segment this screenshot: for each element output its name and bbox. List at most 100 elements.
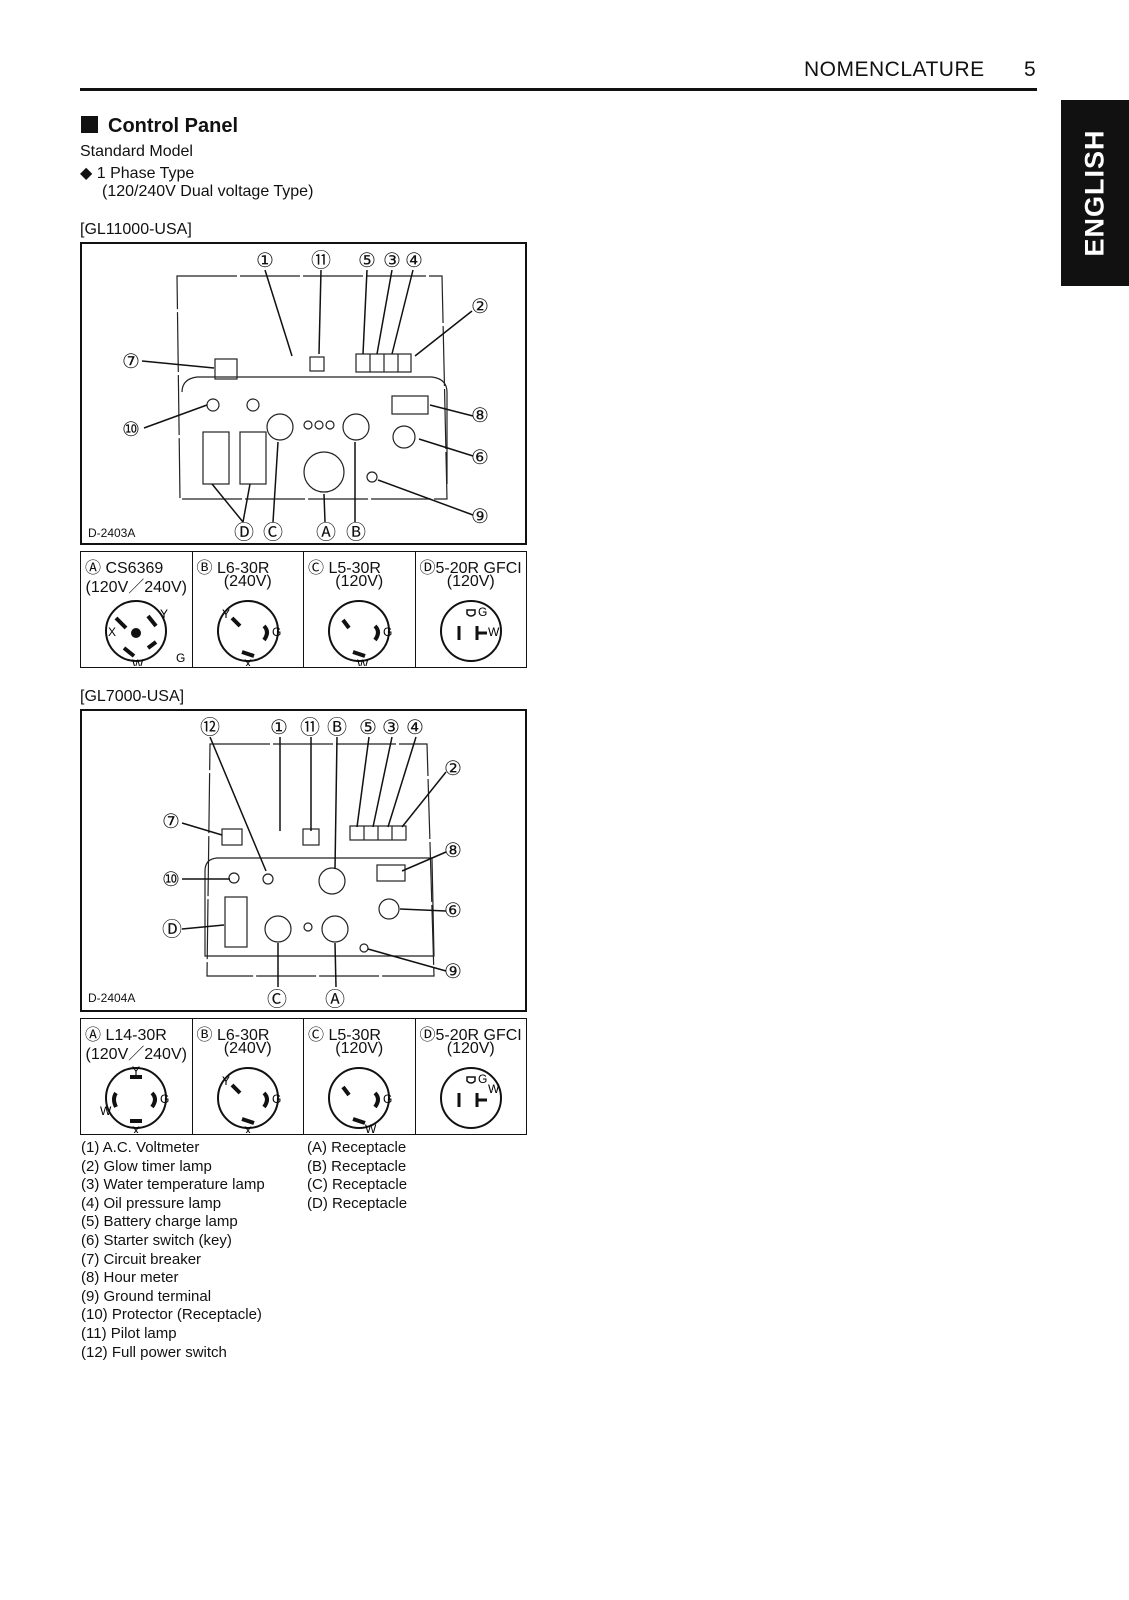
callout-4: ④ <box>406 715 424 739</box>
callout-D: Ⓓ <box>234 520 254 544</box>
receptacle-cell-A: Ⓐ L14-30R (120V／240V) Y W G X <box>80 1018 193 1135</box>
plug-5-20r-gfci-icon: G W <box>439 1067 502 1129</box>
model1-diagram-code: D-2403A <box>88 526 136 540</box>
callout-3: ③ <box>382 715 400 739</box>
callout-7: ⑦ <box>122 349 140 373</box>
receptacle-D-name: Ⓓ5-20R GFCI <box>419 1027 522 1044</box>
receptacle-C-voltage: (120V) <box>335 1040 384 1057</box>
pin-x-label: X <box>244 1124 252 1133</box>
callout-C: Ⓒ <box>263 520 283 544</box>
callout-B: Ⓑ <box>327 715 347 739</box>
callout-5: ⑤ <box>359 715 377 739</box>
receptacle-cell-B: Ⓑ L6-30R (240V) Y G X <box>191 551 304 668</box>
receptacle-cell-A: Ⓐ CS6369 (120V／240V) X Y W G <box>80 551 193 668</box>
callout-A: Ⓐ <box>316 520 336 544</box>
legend-item: (D) Receptacle <box>307 1194 408 1212</box>
pin-w-label: W <box>488 1082 500 1096</box>
receptacle-D-voltage: (120V) <box>446 573 495 590</box>
receptacle-C-name: Ⓒ L5-30R <box>308 560 381 577</box>
callout-10: ⑩ <box>162 867 180 891</box>
receptacle-B-name: Ⓑ L6-30R <box>196 1027 270 1044</box>
voltage-type: (120/240V Dual voltage Type) <box>102 183 314 200</box>
square-bullet-icon <box>81 116 98 133</box>
receptacle-B-voltage: (240V) <box>223 1040 272 1057</box>
language-tab-label: ENGLISH <box>1079 129 1110 257</box>
legend-item: (10) Protector (Receptacle) <box>81 1306 262 1324</box>
model1-panel-diagram: ① ⑪ ⑤ ③ ④ ② ⑦ ⑩ ⑧ ⑥ ⑨ Ⓓ Ⓒ Ⓐ Ⓑ D-2403A <box>80 242 527 545</box>
section-title-text: Control Panel <box>108 115 239 137</box>
receptacle-B-name: Ⓑ L6-30R <box>196 560 270 577</box>
page-number: 5 <box>1024 58 1036 81</box>
pin-g-label: G <box>478 605 487 619</box>
legend-item: (1) A.C. Voltmeter <box>81 1139 200 1156</box>
model2-diagram-code: D-2404A <box>88 991 136 1005</box>
receptacle-A-voltage: (120V／240V) <box>85 579 187 596</box>
legend-receptacles: (A) Receptacle (B) Receptacle (C) Recept… <box>307 1139 407 1213</box>
model1-receptacle-table: Ⓐ CS6369 (120V／240V) X Y W G Ⓑ L6-30R (2… <box>80 551 527 668</box>
callout-2: ② <box>471 294 489 318</box>
model2-panel-diagram: ⑫ ① ⑪ Ⓑ ⑤ ③ ④ ② ⑦ ⑩ Ⓓ ⑧ ⑥ ⑨ Ⓒ Ⓐ D-2404A <box>80 709 527 1012</box>
callout-C: Ⓒ <box>267 987 287 1011</box>
plug-5-20r-gfci-icon: G W <box>439 600 502 662</box>
model1-panel-drawing: ① ⑪ ⑤ ③ ④ ② ⑦ ⑩ ⑧ ⑥ ⑨ Ⓓ Ⓒ Ⓐ Ⓑ <box>122 248 489 544</box>
section-title: Control Panel <box>81 115 238 138</box>
pin-g-label: G <box>478 1072 487 1086</box>
legend-item: (C) Receptacle <box>307 1176 408 1194</box>
legend-item: (B) Receptacle <box>307 1157 407 1175</box>
callout-11: ⑪ <box>300 715 320 739</box>
plug-cs6369-icon: X Y W G <box>105 600 186 666</box>
callout-B: Ⓑ <box>346 520 366 544</box>
receptacle-A-name: Ⓐ L14-30R <box>85 1027 167 1044</box>
callout-9: ⑨ <box>444 959 462 983</box>
pin-g-label: G <box>272 1092 281 1106</box>
model2-label: [GL7000-USA] <box>80 688 185 705</box>
receptacle-cell-D: Ⓓ5-20R GFCI (120V) G W <box>414 1018 527 1135</box>
legend-components: (1) A.C. Voltmeter (2) Glow timer lamp (… <box>81 1139 265 1362</box>
callout-A: Ⓐ <box>325 987 345 1011</box>
receptacle-B-voltage: (240V) <box>223 573 272 590</box>
model2-panel-drawing: ⑫ ① ⑪ Ⓑ ⑤ ③ ④ ② ⑦ ⑩ Ⓓ ⑧ ⑥ ⑨ Ⓒ Ⓐ <box>162 715 462 1011</box>
legend-item: (6) Starter switch (key) <box>81 1231 232 1249</box>
model1-label: [GL11000-USA] <box>80 221 192 238</box>
pin-x-label: X <box>132 1124 140 1133</box>
pin-y-label: Y <box>132 1064 140 1078</box>
pin-w-label: W <box>488 625 500 639</box>
section-subtitle: Standard Model <box>80 143 193 160</box>
page-header-title: NOMENCLATURE <box>804 58 985 81</box>
pin-w-label: W <box>132 657 144 666</box>
callout-9: ⑨ <box>471 504 489 528</box>
plug-l5-30r-icon: G W <box>328 1067 393 1133</box>
phase-type-bullet: ◆ 1 Phase Type <box>80 165 195 182</box>
receptacle-cell-D: Ⓓ5-20R GFCI (120V) G W <box>414 551 527 668</box>
pin-g-label: G <box>160 1092 169 1106</box>
pin-y-label: Y <box>222 607 230 621</box>
pin-w-label: W <box>365 1122 377 1133</box>
legend-item: (11) Pilot lamp <box>81 1324 177 1342</box>
callout-10: ⑩ <box>122 417 140 441</box>
callout-D: Ⓓ <box>162 917 182 941</box>
pin-x-label: X <box>244 657 252 666</box>
receptacle-cell-B: Ⓑ L6-30R (240V) Y G X <box>191 1018 304 1135</box>
legend-item: (4) Oil pressure lamp <box>81 1194 222 1212</box>
callout-3: ③ <box>383 248 401 272</box>
receptacle-cell-C: Ⓒ L5-30R (120V) G W <box>303 551 416 668</box>
callout-8: ⑧ <box>444 838 462 862</box>
pin-w-label: W <box>357 657 369 666</box>
header-rule <box>80 88 1037 91</box>
model2-receptacle-table: Ⓐ L14-30R (120V／240V) Y W G X Ⓑ L6-30R (… <box>80 1018 527 1135</box>
callout-7: ⑦ <box>162 809 180 833</box>
legend-item: (12) Full power switch <box>81 1343 227 1361</box>
pin-y-label: Y <box>222 1074 230 1088</box>
plug-l14-30r-icon: Y W G X <box>100 1064 169 1133</box>
legend-item: (5) Battery charge lamp <box>81 1213 238 1231</box>
plug-l6-30r-icon: Y G X <box>216 600 281 666</box>
callout-4: ④ <box>405 248 423 272</box>
legend-item: (A) Receptacle <box>307 1139 407 1156</box>
receptacle-D-voltage: (120V) <box>446 1040 495 1057</box>
legend-item: (3) Water temperature lamp <box>81 1176 265 1194</box>
pin-g-label: G <box>383 625 392 639</box>
callout-5: ⑤ <box>358 248 376 272</box>
receptacle-D-name: Ⓓ5-20R GFCI <box>419 560 522 577</box>
receptacle-A-voltage: (120V／240V) <box>85 1046 187 1063</box>
legend-item: (7) Circuit breaker <box>81 1250 202 1268</box>
